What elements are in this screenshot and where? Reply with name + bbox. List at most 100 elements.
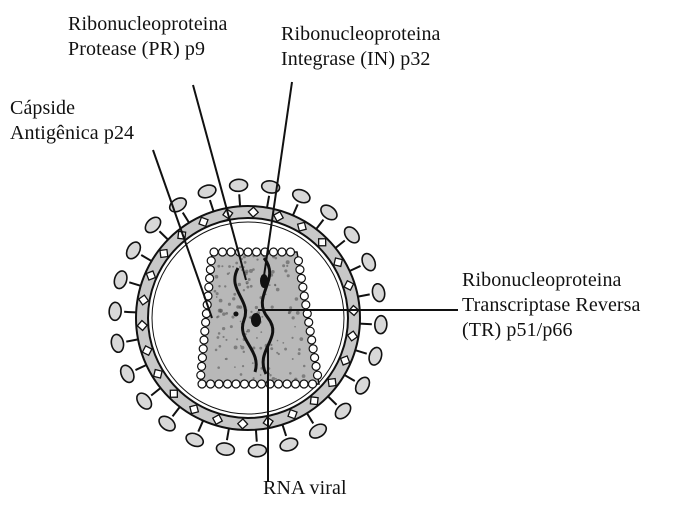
core-speck <box>252 268 255 271</box>
envelope-stud <box>328 379 336 387</box>
spike <box>134 388 161 412</box>
spike <box>344 375 372 397</box>
core-speck <box>291 337 293 339</box>
spike-knob <box>318 202 340 222</box>
label-capsid-line2: Antigênica p24 <box>10 121 134 146</box>
core-speck <box>289 372 292 375</box>
spike-knob <box>216 442 236 457</box>
core-speck <box>244 261 247 264</box>
spike-stem <box>159 231 168 239</box>
core-speck <box>296 311 300 315</box>
spike-stem <box>355 350 366 353</box>
spike-stem <box>141 255 151 261</box>
core-speck <box>284 348 287 351</box>
core-speck <box>246 331 248 333</box>
label-capsid: Cápside Antigênica p24 <box>10 96 134 146</box>
spike-stem <box>183 213 189 223</box>
spike-knob <box>359 251 377 272</box>
core-speck <box>299 337 303 341</box>
core-speck <box>276 352 278 354</box>
core-speck <box>256 337 258 339</box>
core-speck <box>236 338 238 340</box>
core-speck <box>252 362 254 364</box>
capsid-bead <box>306 327 314 335</box>
capsid-bead <box>244 248 252 256</box>
spike-stem <box>282 425 286 436</box>
spike <box>229 179 248 207</box>
spike-stem <box>344 375 354 381</box>
core-speck <box>240 373 243 376</box>
spike-stem <box>335 241 344 248</box>
capsid-bead <box>200 336 208 344</box>
core-speck <box>238 283 241 286</box>
core-speck <box>256 258 258 260</box>
spike-knob <box>109 302 122 321</box>
envelope-stud <box>170 390 177 397</box>
spike <box>350 251 378 272</box>
core-speck <box>230 325 233 328</box>
spike <box>110 333 138 353</box>
spike-stem <box>307 413 313 423</box>
spike <box>118 363 146 384</box>
capsid-bead <box>299 283 307 291</box>
capsid-bead <box>312 362 320 370</box>
label-rna: RNA viral <box>263 476 347 501</box>
core-speck <box>276 288 280 292</box>
core-speck <box>253 377 255 379</box>
spike <box>355 346 383 367</box>
core-speck <box>261 316 263 318</box>
core-speck <box>286 265 288 267</box>
core-speck <box>243 351 245 353</box>
label-protease-line1: Ribonucleoproteina <box>68 12 228 37</box>
core-speck <box>217 265 220 268</box>
capsid-bead <box>199 345 207 353</box>
spike <box>109 302 136 321</box>
core-speck <box>298 352 301 355</box>
envelope-stud <box>190 405 199 414</box>
spike-knob <box>248 444 267 457</box>
capsid-bead <box>198 380 206 388</box>
core-speck <box>217 366 220 369</box>
core-speck <box>286 260 290 264</box>
core-speck <box>295 297 299 301</box>
spike-knob <box>374 315 387 334</box>
envelope-stud <box>319 239 326 246</box>
capsid-bead <box>258 380 266 388</box>
spike-stem <box>293 204 298 215</box>
core-speck <box>246 283 248 285</box>
capsid-bead <box>210 248 218 256</box>
core-speck <box>234 345 238 349</box>
envelope-stud <box>288 410 297 419</box>
spike-knob <box>156 413 178 433</box>
label-integrase-line2: Integrase (IN) p32 <box>281 47 441 72</box>
core-speck <box>231 315 234 318</box>
spike-knob <box>197 183 218 200</box>
spike-stem <box>239 194 240 206</box>
capsid-bead <box>205 283 213 291</box>
capsid-bead <box>311 354 319 362</box>
label-integrase: Ribonucleoproteina Integrase (IN) p32 <box>281 22 441 72</box>
core-speck <box>225 358 227 360</box>
core-speck <box>250 285 253 288</box>
core-speck <box>294 326 296 328</box>
spike <box>197 183 218 211</box>
spike <box>358 283 386 303</box>
core-speck <box>274 257 277 260</box>
spike-knob <box>278 436 299 453</box>
spike-knob <box>110 333 125 353</box>
capsid-bead <box>219 248 227 256</box>
enzyme-integrase <box>234 312 239 317</box>
capsid-bead <box>198 354 206 362</box>
core-speck <box>222 312 226 316</box>
label-protease: Ribonucleoproteina Protease (PR) p9 <box>68 12 228 62</box>
core-speck <box>292 358 294 360</box>
spike-knob <box>307 421 329 441</box>
core-speck <box>289 306 292 309</box>
core-speck <box>303 365 306 368</box>
core-speck <box>215 275 219 279</box>
core-speck <box>228 303 231 306</box>
core-speck <box>282 264 285 267</box>
spike-stem <box>173 407 180 417</box>
capsid-bead <box>308 336 316 344</box>
spike <box>248 430 267 458</box>
